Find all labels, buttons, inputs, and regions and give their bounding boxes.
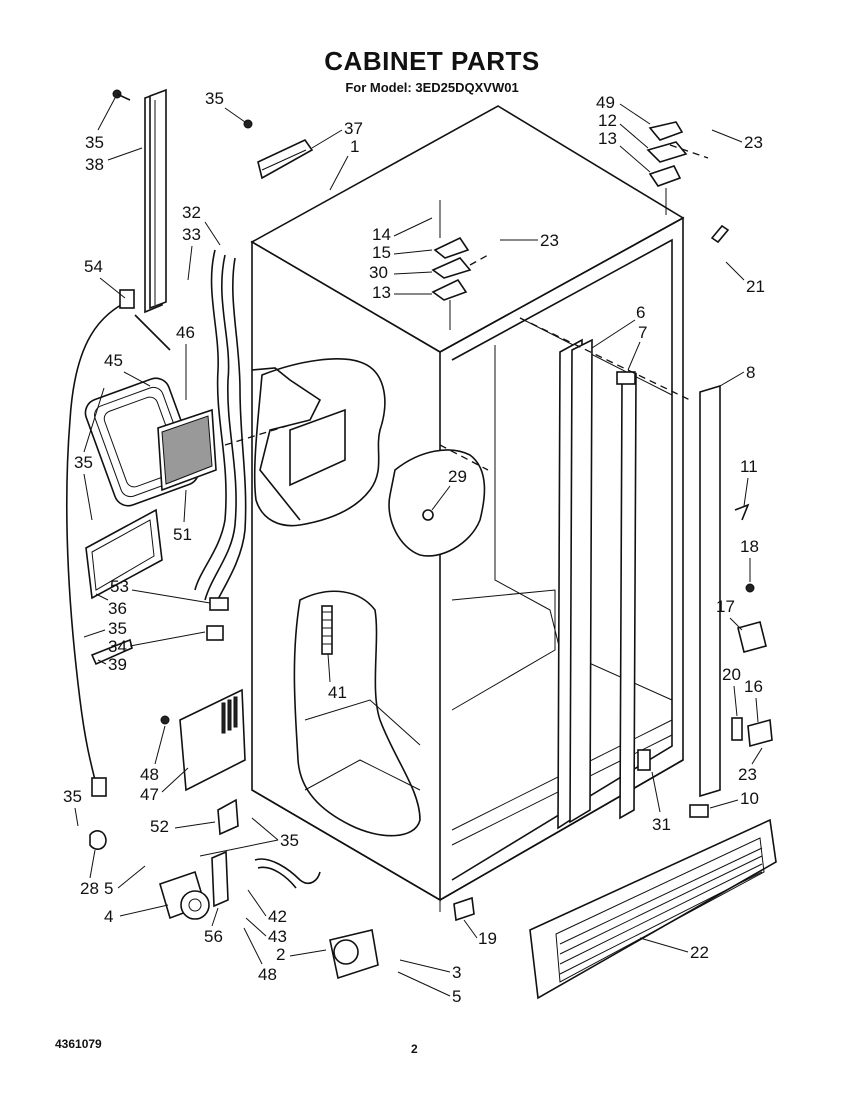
callout-label: 16 [744,677,763,696]
callout-label: 28 [80,879,99,898]
callout-label: 10 [740,789,759,808]
heater-panel [85,508,163,600]
callout-label: 51 [173,525,192,544]
callout-label: 38 [85,155,104,174]
callout-label: 23 [744,133,763,152]
callout-label: 30 [369,263,388,282]
callout-label: 32 [182,203,201,222]
callout-label: 53 [110,577,129,596]
callout-label: 42 [268,907,287,926]
callout-label: 35 [280,831,299,850]
callout-label: 54 [84,257,103,276]
callout-label: 35 [205,89,224,108]
callout-label: 52 [150,817,169,836]
control-panel [179,688,246,792]
callout-label: 47 [140,785,159,804]
mullion-strips [557,338,637,830]
callout-label: 1 [350,137,359,156]
callout-label: 49 [596,93,615,112]
callout-label: 8 [746,363,755,382]
callout-label: 18 [740,537,759,556]
callout-label: 29 [448,467,467,486]
callout-label: 48 [258,965,277,984]
callout-label: 19 [478,929,497,948]
callout-label: 17 [716,597,735,616]
callout-label: 22 [690,943,709,962]
wire-harness [65,249,247,781]
callout-label: 5 [104,879,113,898]
callout-label: 35 [63,787,82,806]
callout-label: 34 [108,637,127,656]
screw-part [112,89,131,101]
callout-label: 35 [85,133,104,152]
callout-label: 56 [204,927,223,946]
toe-grille [529,818,777,1000]
callout-label: 5 [452,987,461,1006]
callout-label: 13 [372,283,391,302]
callout-label: 36 [108,599,127,618]
callout-label: 14 [372,225,391,244]
callout-label: 48 [140,765,159,784]
callout-label: 45 [104,351,123,370]
callout-label: 20 [722,665,741,684]
spring-part [321,605,333,655]
model-subtitle: For Model: 3ED25DQXVW01 [345,80,519,95]
callout-label: 12 [598,111,617,130]
callout-label: 37 [344,119,363,138]
callout-labels: 35 38 35 37 1 32 33 54 46 45 35 51 53 36… [63,89,765,1006]
callout-label: 6 [636,303,645,322]
callout-label: 46 [176,323,195,342]
page-number: 2 [411,1042,418,1056]
callout-label: 23 [738,765,757,784]
callout-label: 11 [740,457,758,476]
callout-label: 23 [540,231,559,250]
callout-label: 39 [108,655,127,674]
diagram-title: CABINET PARTS [324,46,540,76]
callout-label: 21 [746,277,765,296]
vertical-rail [144,88,167,314]
callout-label: 13 [598,129,617,148]
callout-label: 4 [104,907,113,926]
callout-label: 7 [638,323,647,342]
side-strip [699,384,721,798]
callout-label: 43 [268,927,287,946]
callout-label: 15 [372,243,391,262]
callout-label: 3 [452,963,461,982]
insulation-pad [157,408,217,492]
callout-label: 33 [182,225,201,244]
callout-label: 41 [328,683,347,702]
callout-label: 2 [276,945,285,964]
callout-label: 35 [74,453,93,472]
catalog-number: 4361079 [55,1037,102,1051]
callout-label: 31 [652,815,671,834]
water-valve [329,929,379,980]
damper-part [159,870,210,920]
callout-label: 35 [108,619,127,638]
